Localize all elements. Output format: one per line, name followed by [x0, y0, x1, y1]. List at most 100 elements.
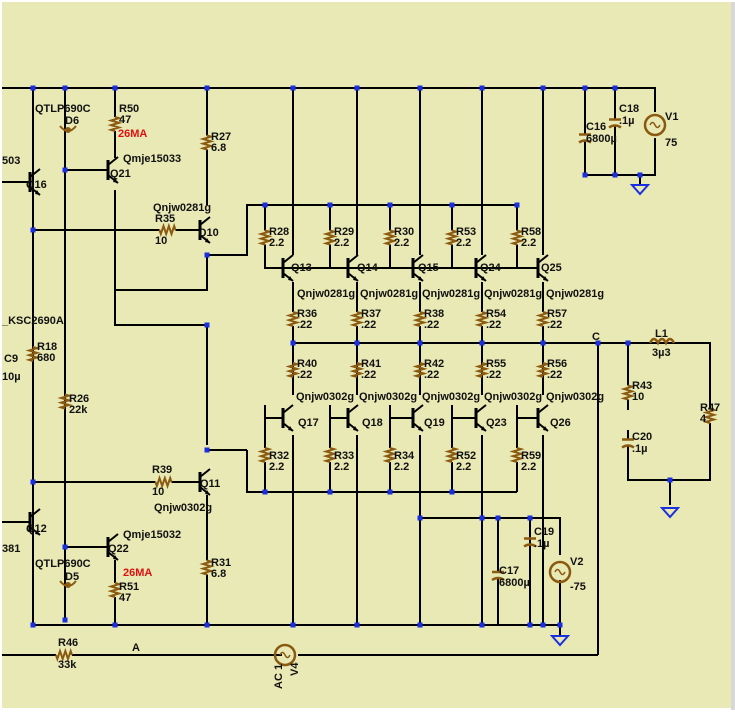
resistor-r52 — [444, 447, 460, 463]
junction-node — [612, 85, 618, 91]
resistor-value-r18: 680 — [37, 352, 55, 364]
junction-node — [30, 85, 36, 91]
transistor-part-q19: Qnjw0302g — [422, 391, 480, 403]
wire — [207, 204, 517, 256]
node-label-a: A — [132, 642, 140, 654]
resistor-ref-r42: R42 — [424, 358, 444, 370]
resistor-value-r47: 4 — [700, 413, 707, 425]
transistor-part-q10: Qnjw0281g — [153, 202, 211, 214]
resistor-r58 — [509, 229, 525, 246]
resistor-value-r38: .22 — [424, 319, 439, 331]
transistor-ref-q12: Q12 — [26, 523, 47, 535]
resistor-r31 — [199, 559, 215, 576]
capacitor-value-c20: .1µ — [632, 443, 648, 455]
resistor-value-r39: 10 — [152, 486, 164, 498]
resistor-r28 — [257, 229, 273, 246]
junction-node — [612, 172, 618, 178]
junction-node — [327, 202, 333, 208]
transistor-ref-q18: Q18 — [362, 417, 383, 429]
resistor-ref-r59: R59 — [521, 450, 541, 462]
transistor-ref-q24: Q24 — [480, 262, 502, 274]
capacitor-c18 — [608, 124, 622, 129]
source-ref-v1: V1 — [665, 111, 678, 123]
junction-node — [479, 340, 485, 346]
transistor-ref-q13: Q13 — [291, 262, 312, 274]
resistor-ref-r38: R38 — [424, 308, 444, 320]
transistor-part-q24: Qnjw0281g — [484, 288, 542, 300]
resistor-value-r53: 2.2 — [456, 237, 471, 249]
resistor-value-r43: 10 — [632, 391, 644, 403]
resistor-value-r42: .22 — [424, 369, 439, 381]
wire — [420, 517, 561, 555]
resistor-ref-r47: R47 — [700, 402, 720, 414]
labels: R5047R276.8R3510R18680R2622kR3910R316.8R… — [1, 103, 720, 689]
junction-node — [449, 202, 455, 208]
transistor-ref-q10: Q10 — [198, 227, 219, 239]
resistor-r57 — [535, 311, 551, 327]
junction-node — [540, 622, 546, 628]
junction-node — [527, 515, 533, 521]
partial-label-ksc: _KSC2690A — [1, 315, 64, 327]
junction-node — [112, 622, 118, 628]
resistor-r47 — [702, 408, 718, 424]
current-annotation-top: 26MA — [118, 128, 147, 140]
capacitor-value-c18: .1µ — [619, 115, 635, 127]
inductor-ref-l1: L1 — [655, 328, 668, 340]
capacitor-ref-c16: C16 — [586, 121, 606, 133]
capacitor-value-c16: 6800µ — [586, 133, 617, 145]
wire — [584, 138, 656, 176]
resistor-r26 — [57, 393, 73, 410]
resistor-ref-r34: R34 — [394, 450, 415, 462]
transistor-ref-q11: Q11 — [200, 478, 220, 490]
ground-icon — [549, 635, 571, 647]
transistor-part-q26: Qnjw0302g — [546, 391, 604, 403]
junction-node — [62, 617, 68, 623]
resistor-ref-r26: R26 — [69, 393, 89, 405]
resistor-ref-r29: R29 — [334, 226, 354, 238]
transistor-ref-q26: Q26 — [550, 417, 571, 429]
junction-node — [514, 202, 520, 208]
capacitor-ref-c18: C18 — [619, 103, 639, 115]
junction-node — [290, 340, 296, 346]
output-rail — [293, 342, 711, 400]
resistor-r41 — [349, 362, 365, 378]
junction-node — [495, 515, 501, 521]
inductor-value-l1: 3µ3 — [652, 347, 671, 359]
transistor-part-q18: Qnjw0302g — [359, 391, 417, 403]
resistor-value-r55: .22 — [486, 369, 501, 381]
resistor-value-r31: 6.8 — [211, 568, 226, 580]
junction-node — [540, 340, 546, 346]
diode-ref-d6: D6 — [65, 115, 79, 127]
junction-node — [204, 322, 210, 328]
junction-node — [637, 172, 643, 178]
nodes — [30, 85, 673, 628]
resistor-r56 — [535, 362, 551, 378]
source-ref-v4: V4 — [289, 662, 301, 676]
resistor-r38 — [412, 311, 428, 327]
resistor-r42 — [412, 362, 428, 378]
resistor-r29 — [322, 229, 338, 246]
transistor-ref-q21: Q21 — [110, 168, 131, 180]
diode-ref-d5: D5 — [65, 571, 79, 583]
junction-node — [479, 85, 485, 91]
resistor-r54 — [474, 311, 490, 327]
resistor-r37 — [349, 311, 365, 327]
junction-node — [479, 622, 485, 628]
junction-node — [387, 489, 393, 495]
junction-node — [30, 227, 36, 233]
resistor-ref-r50: R50 — [119, 103, 139, 115]
junction-node — [262, 202, 268, 208]
resistor-ref-r18: R18 — [37, 341, 57, 353]
resistor-value-r33: 2.2 — [334, 461, 349, 473]
resistor-ref-r58: R58 — [521, 226, 541, 238]
transistor-part-q16: 503 — [2, 155, 20, 167]
transistor-part-q25: Qnjw0281g — [546, 288, 604, 300]
resistor-r55 — [474, 362, 490, 378]
resistor-r18 — [25, 346, 41, 362]
junction-node — [204, 85, 210, 91]
resistor-value-r40: .22 — [297, 369, 312, 381]
resistor-r40 — [285, 362, 301, 378]
resistor-ref-r27: R27 — [211, 131, 231, 143]
junction-node — [540, 85, 546, 91]
resistor-value-r59: 2.2 — [521, 461, 536, 473]
